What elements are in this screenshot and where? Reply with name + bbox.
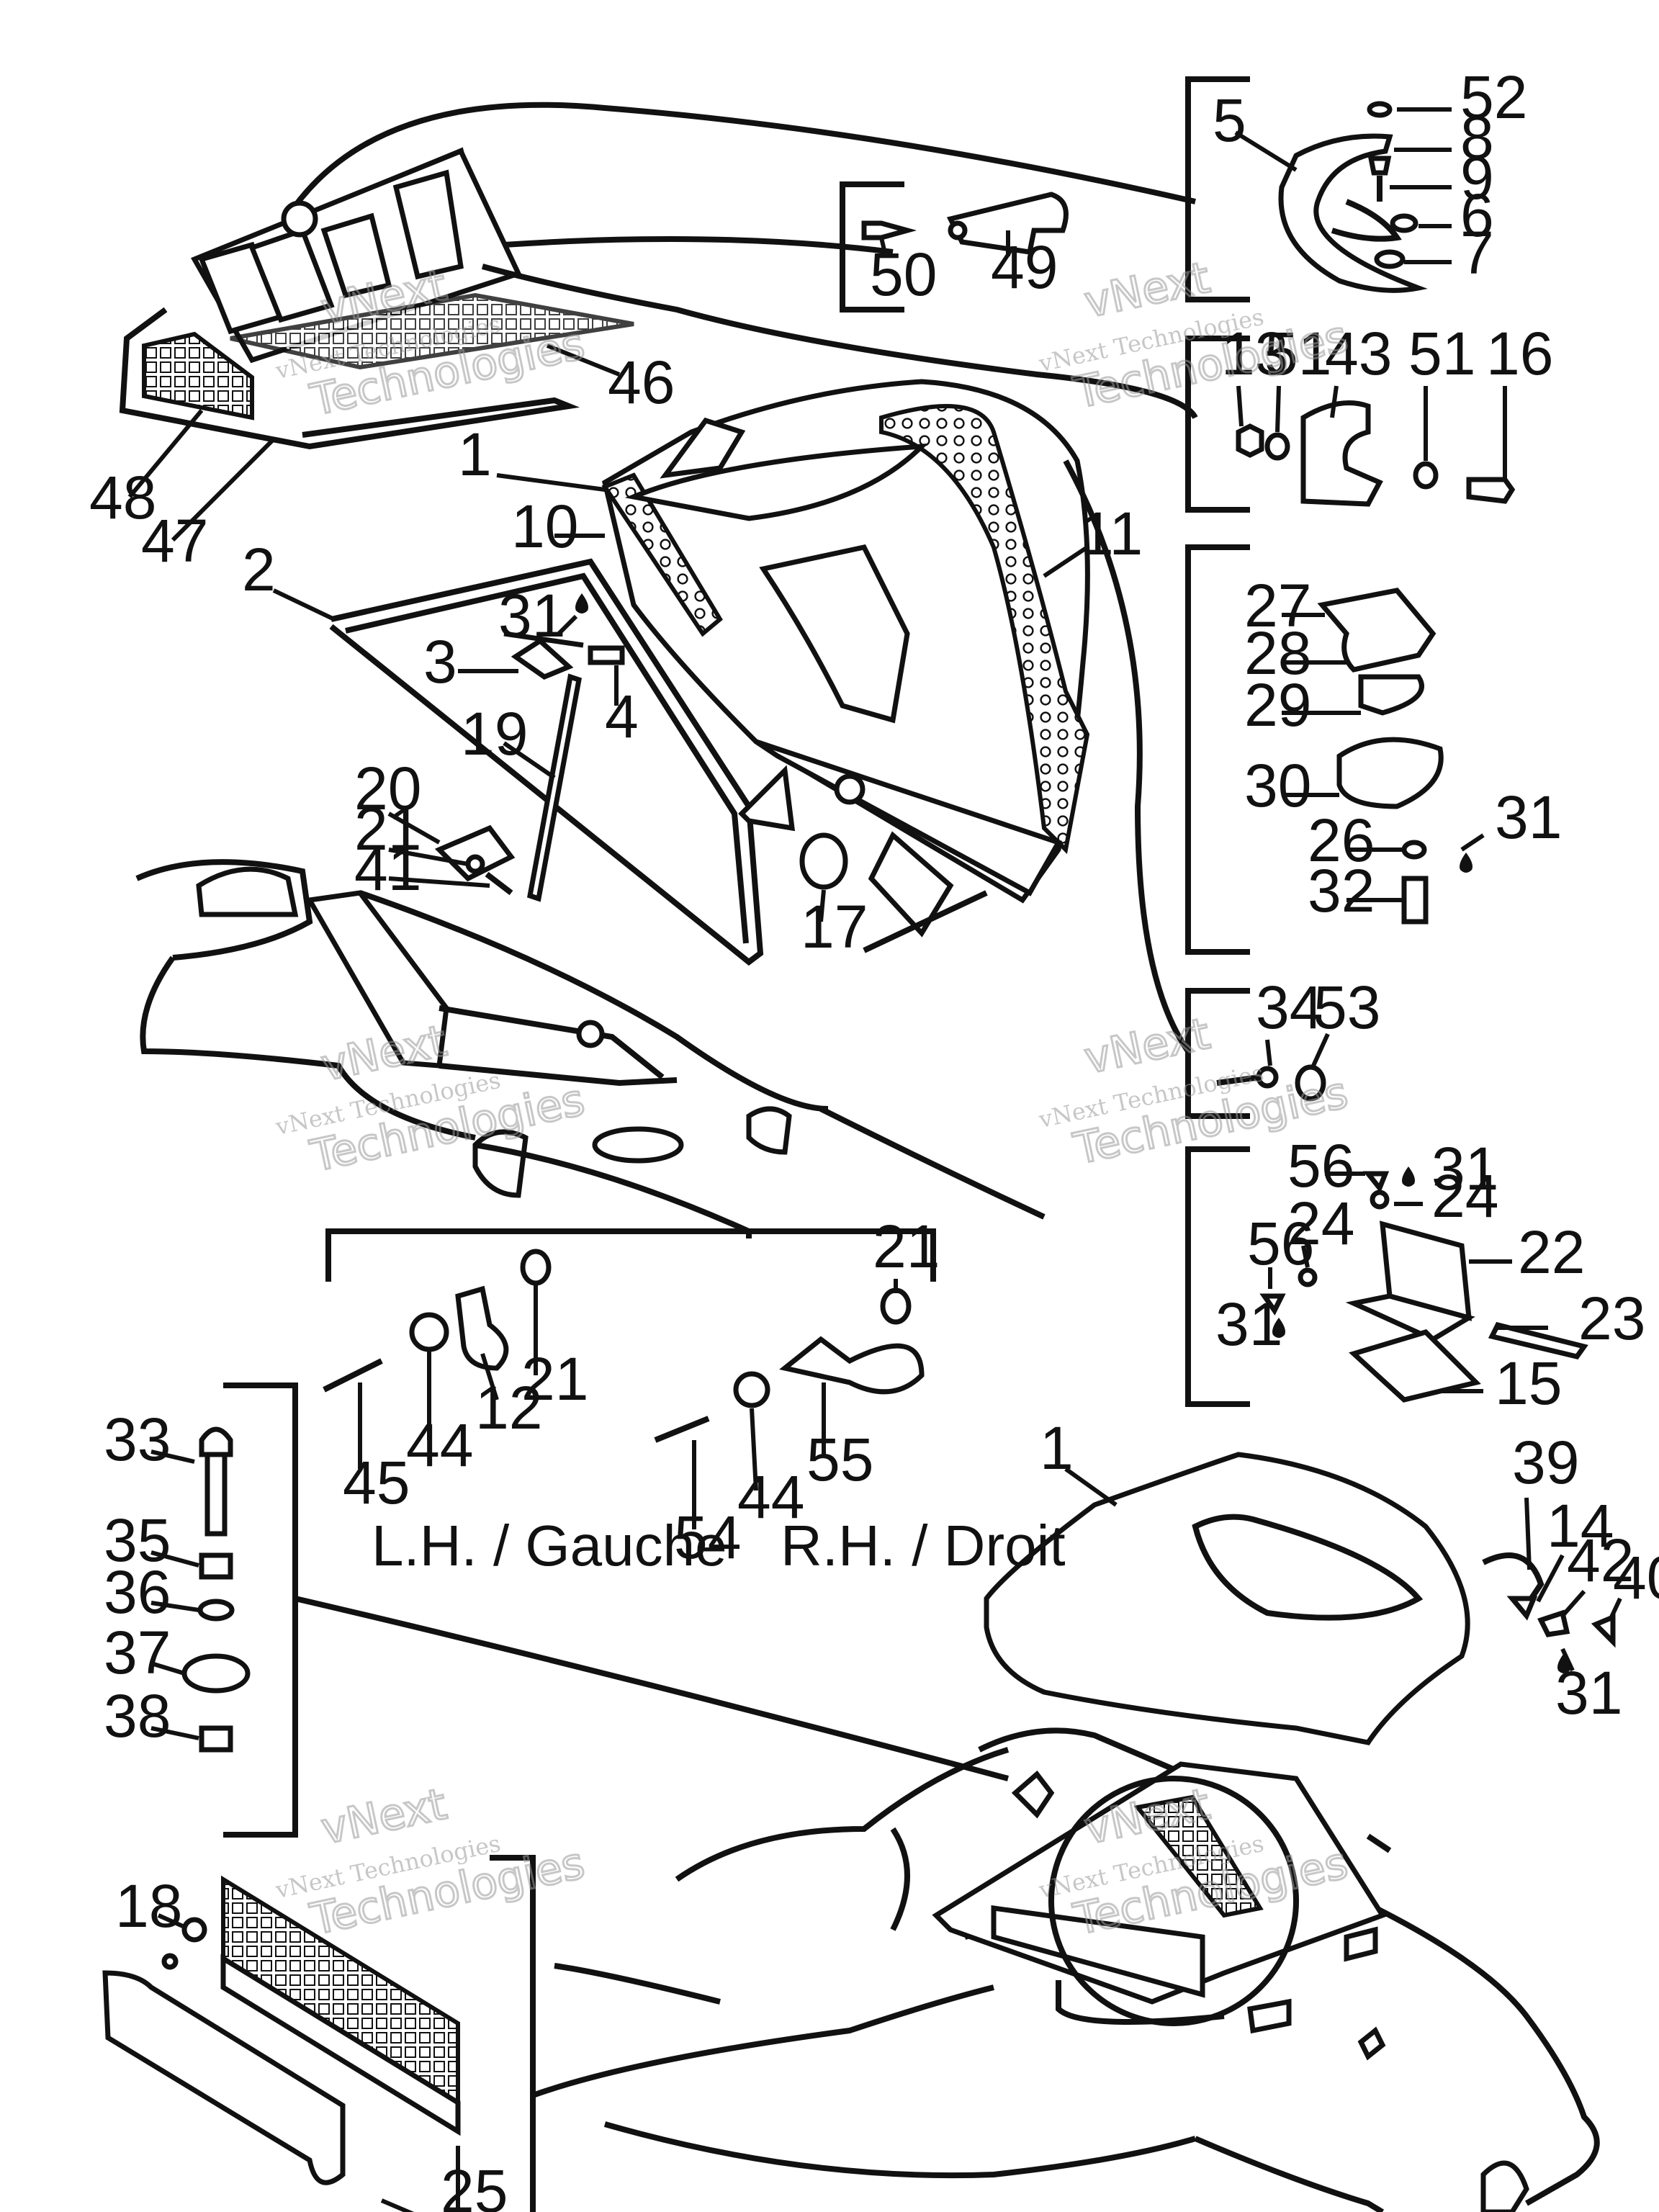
callout-54: 54 xyxy=(674,1503,741,1571)
hinges-center xyxy=(738,765,988,953)
callout-36: 36 xyxy=(104,1558,171,1626)
callout-13: 13 xyxy=(1221,320,1288,387)
callout-32: 32 xyxy=(1308,857,1375,925)
storage-compartment xyxy=(190,102,1198,420)
latch-27-32 xyxy=(1317,588,1444,925)
bracket-right xyxy=(840,76,1250,1407)
sealant-drop-icons xyxy=(575,593,1570,1673)
caption-right-hand: R.H. / Droit xyxy=(781,1514,1066,1578)
callout-31d: 31 xyxy=(1215,1290,1282,1358)
callout-50: 50 xyxy=(870,240,937,308)
callout-52: 52 xyxy=(1460,63,1527,131)
part-number-callouts: 52 5 8 9 6 7 50 49 13 51 43 51 16 46 1 4… xyxy=(89,63,1659,2212)
callout-24b: 24 xyxy=(1287,1190,1354,1257)
callout-56b: 56 xyxy=(1247,1210,1314,1277)
callout-6: 6 xyxy=(1460,181,1494,249)
catch-43 xyxy=(1236,400,1516,507)
leader-lines xyxy=(127,107,1622,2212)
drop-icon xyxy=(575,593,588,613)
cover-5 xyxy=(1278,101,1428,293)
callout-19: 19 xyxy=(461,700,528,768)
callout-15: 15 xyxy=(1495,1349,1562,1417)
callout-28: 28 xyxy=(1244,619,1311,687)
callout-20: 20 xyxy=(354,755,421,822)
watercraft-body-lower xyxy=(295,1452,1616,2212)
callout-34: 34 xyxy=(1256,974,1323,1041)
callout-31e: 31 xyxy=(1555,1659,1622,1727)
rivet-34-53 xyxy=(1216,1064,1326,1102)
callout-10: 10 xyxy=(511,493,578,560)
callout-37: 37 xyxy=(104,1619,171,1686)
callout-1: 1 xyxy=(458,421,492,488)
caption-left-hand: L.H. / Gauche xyxy=(372,1514,727,1578)
callout-26: 26 xyxy=(1308,806,1375,874)
callout-46: 46 xyxy=(608,349,675,416)
callout-5: 5 xyxy=(1213,86,1246,154)
callout-45: 45 xyxy=(343,1449,410,1516)
callout-3: 3 xyxy=(423,628,457,696)
callout-49: 49 xyxy=(991,233,1058,301)
callout-11: 11 xyxy=(1080,500,1143,567)
callout-21a: 21 xyxy=(354,795,421,863)
callout-9: 9 xyxy=(1460,144,1494,212)
callout-43: 43 xyxy=(1325,320,1392,387)
callout-35: 35 xyxy=(104,1506,171,1574)
gasket-2 xyxy=(329,558,764,966)
stud-assembly xyxy=(181,1382,298,1838)
callout-12: 12 xyxy=(475,1374,542,1442)
callout-21b: 21 xyxy=(873,1213,940,1280)
detail-box xyxy=(323,1228,936,1443)
callout-16: 16 xyxy=(1486,320,1553,387)
pad-25 xyxy=(102,1855,536,2212)
watercraft-body-mid xyxy=(135,859,1046,1238)
side-captions: L.H. / Gauche R.H. / Droit xyxy=(372,1514,1066,1578)
callout-33: 33 xyxy=(104,1406,171,1473)
drop-icon xyxy=(1272,1318,1285,1338)
callout-2: 2 xyxy=(242,536,276,603)
callout-4: 4 xyxy=(605,683,639,750)
callout-17: 17 xyxy=(801,893,868,961)
drop-icon xyxy=(1460,853,1473,873)
callout-40: 40 xyxy=(1613,1544,1659,1611)
callout-22: 22 xyxy=(1518,1218,1585,1286)
callout-44a: 44 xyxy=(406,1411,473,1479)
callout-30: 30 xyxy=(1244,752,1311,819)
callout-18: 18 xyxy=(115,1872,182,1940)
callout-1b: 1 xyxy=(1040,1414,1074,1482)
callout-41: 41 xyxy=(354,835,421,903)
hinge-22 xyxy=(1259,1171,1588,1403)
callout-24a: 24 xyxy=(1431,1162,1498,1230)
callout-48: 48 xyxy=(89,464,156,531)
callout-47: 47 xyxy=(141,507,208,575)
callout-8: 8 xyxy=(1460,104,1494,171)
drop-icon xyxy=(1557,1653,1570,1673)
callout-31a: 31 xyxy=(498,582,565,649)
callout-29: 29 xyxy=(1244,671,1311,739)
callout-27: 27 xyxy=(1244,572,1311,639)
callout-14: 14 xyxy=(1547,1492,1614,1560)
callout-31b: 31 xyxy=(1495,783,1562,851)
callout-23: 23 xyxy=(1578,1285,1645,1352)
callout-31c: 31 xyxy=(1431,1135,1498,1202)
callout-7: 7 xyxy=(1460,219,1494,287)
callout-51a: 51 xyxy=(1264,320,1331,387)
plate-20 xyxy=(434,824,516,896)
callout-39: 39 xyxy=(1512,1429,1579,1496)
callout-55: 55 xyxy=(806,1426,873,1493)
callout-25: 25 xyxy=(441,2157,508,2212)
callout-38: 38 xyxy=(104,1682,171,1750)
callout-53: 53 xyxy=(1313,974,1380,1041)
callout-21c: 21 xyxy=(521,1345,588,1413)
callout-44b: 44 xyxy=(737,1463,804,1531)
strap-49 xyxy=(861,192,1069,255)
callout-42: 42 xyxy=(1567,1527,1634,1594)
callout-56a: 56 xyxy=(1287,1132,1354,1200)
gas-strut-19 xyxy=(503,631,625,902)
drop-icon xyxy=(1402,1166,1415,1187)
mat-46-47-48 xyxy=(119,307,580,450)
callout-51b: 51 xyxy=(1408,320,1475,387)
